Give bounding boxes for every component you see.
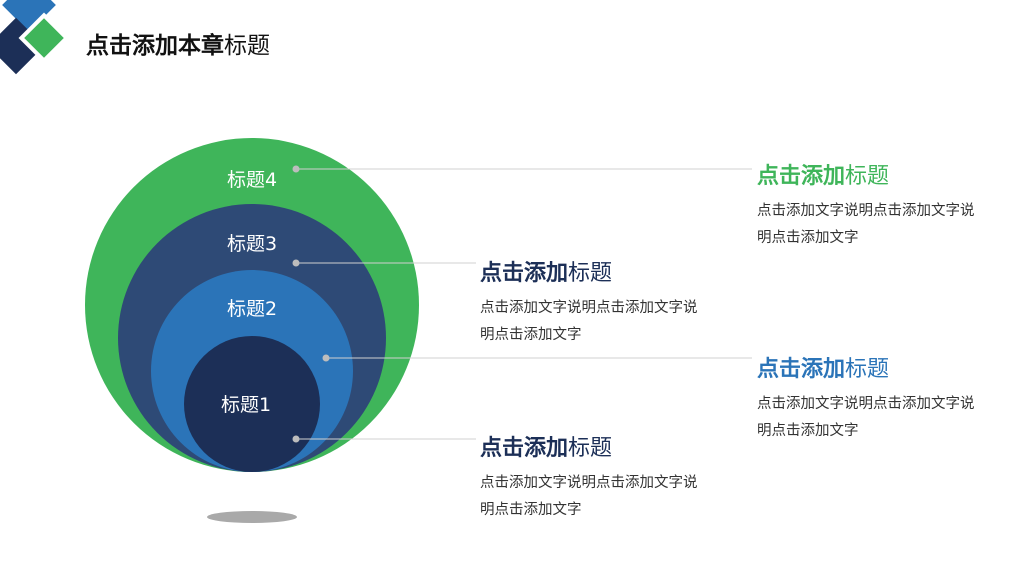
block-heading-rest: 标题 [568,261,613,286]
block-description: 点击添加文字说明点击添加文字说明点击添加文字 [480,475,698,518]
page-title-bold: 点击添加本章 [86,33,224,59]
logo-squares-icon [0,0,70,75]
ring-label-1: 标题1 [221,394,271,416]
diagram-shadow [207,511,297,523]
leader-dot-1 [292,435,300,443]
ring-label-4: 标题4 [227,169,277,191]
text-block-1: 点击添加标题 点击添加文字说明点击添加文字说明点击添加文字 [480,430,720,524]
page-title: 点击添加本章标题 [86,26,270,60]
block-heading-bold: 点击添加 [480,261,569,286]
text-block-3: 点击添加标题 点击添加文字说明点击添加文字说明点击添加文字 [480,255,720,349]
leader-dot-2 [322,354,330,362]
block-description: 点击添加文字说明点击添加文字说明点击添加文字 [757,203,975,246]
text-block-2: 点击添加标题 点击添加文字说明点击添加文字说明点击添加文字 [757,351,997,445]
page-title-rest: 标题 [224,33,270,59]
block-heading: 点击添加标题 [757,351,997,383]
block-heading-bold: 点击添加 [757,164,846,189]
leader-dot-3 [292,259,300,267]
leader-dot-4 [292,165,300,173]
block-heading-bold: 点击添加 [757,357,846,382]
block-description: 点击添加文字说明点击添加文字说明点击添加文字 [757,396,975,439]
block-heading: 点击添加标题 [757,158,997,190]
block-description: 点击添加文字说明点击添加文字说明点击添加文字 [480,300,698,343]
ring-label-2: 标题2 [227,298,277,320]
text-block-4: 点击添加标题 点击添加文字说明点击添加文字说明点击添加文字 [757,158,997,252]
ring-label-3: 标题3 [227,233,277,255]
block-heading-rest: 标题 [845,357,890,382]
block-heading-rest: 标题 [568,436,613,461]
block-heading: 点击添加标题 [480,430,720,462]
block-heading: 点击添加标题 [480,255,720,287]
block-heading-bold: 点击添加 [480,436,569,461]
ring-1 [184,336,320,472]
block-heading-rest: 标题 [845,164,890,189]
